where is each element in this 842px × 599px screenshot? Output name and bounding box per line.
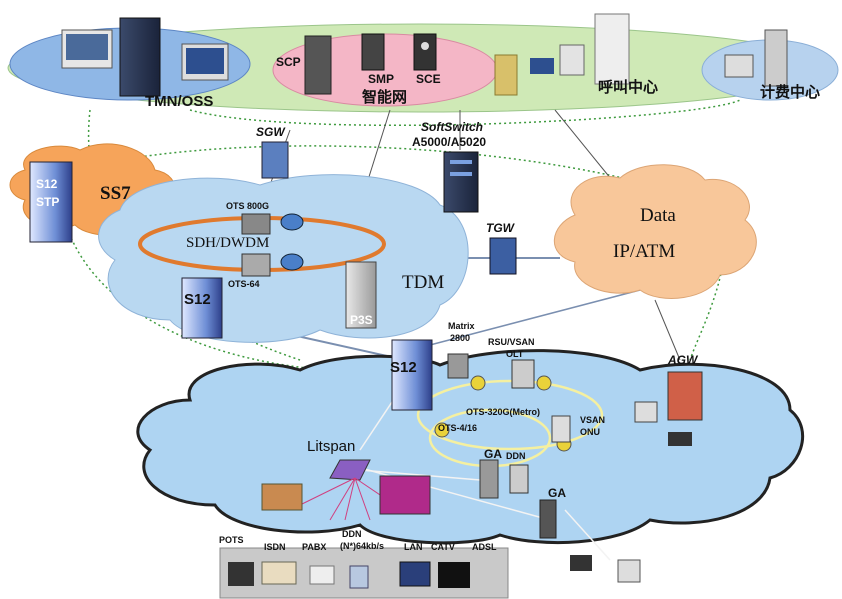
tmn-oss-label: TMN/OSS xyxy=(145,93,214,110)
s12-tdm-label: S12 xyxy=(184,291,211,308)
matrix-2800-device xyxy=(447,353,469,379)
building-icon xyxy=(261,483,303,511)
pc-icon xyxy=(617,559,641,583)
ga-cabinet xyxy=(479,459,499,499)
softswitch-label: SoftSwitch xyxy=(421,120,483,134)
s12-stp-label-line1: S12 xyxy=(36,177,58,191)
s12-stp-label-line2: STP xyxy=(36,195,60,209)
softswitch-model-label: A5000/A5020 xyxy=(412,135,487,149)
p3s-rack xyxy=(345,261,377,329)
ots800g-device xyxy=(241,213,271,235)
s12-stp-rack xyxy=(29,161,73,243)
pabx-icon xyxy=(309,565,335,585)
ots64-label: OTS-64 xyxy=(228,279,260,289)
p3s-label: P3S xyxy=(350,313,373,327)
ots64-device xyxy=(241,253,271,277)
call-center-equipment xyxy=(494,13,630,96)
data-label: Data xyxy=(640,205,676,226)
intelligent-network-equipment xyxy=(304,33,437,95)
litspan-device xyxy=(329,459,371,481)
vsan-onu-label-line2: ONU xyxy=(580,427,600,437)
softswitch-racks xyxy=(443,151,479,213)
ga-cabinet xyxy=(539,499,557,539)
laptop-icon xyxy=(399,561,431,587)
metro-node-icon xyxy=(434,422,450,438)
metro-node-icon xyxy=(470,375,486,391)
rsu-vsan-label-line2: OLT xyxy=(506,349,524,359)
ss7-label: SS7 xyxy=(100,183,131,204)
ddn-cabinet xyxy=(509,464,529,494)
s12-access-rack xyxy=(391,339,433,411)
smp-label: SMP xyxy=(368,72,395,86)
adsl-label: ADSL xyxy=(472,542,497,552)
ring-node-icon xyxy=(280,213,304,231)
lan-label: LAN xyxy=(404,542,423,552)
ddn-service-label-line2: (N*)64kb/s xyxy=(340,541,385,551)
rsu-vsan-olt-device xyxy=(511,359,535,389)
matrix-label-line2: 2800 xyxy=(450,333,471,343)
pots-label: POTS xyxy=(219,535,244,545)
ip-atm-label: IP/ATM xyxy=(613,241,676,262)
ring-node-icon xyxy=(280,253,304,271)
ddn-label: DDN xyxy=(506,451,526,461)
call-center-label: 呼叫中心 xyxy=(598,79,659,96)
tgw-device xyxy=(489,237,517,275)
isdn-label: ISDN xyxy=(264,542,286,552)
billing-center-label: 计费中心 xyxy=(760,84,821,101)
intelligent-network-label: 智能网 xyxy=(362,89,408,106)
metro-node-icon xyxy=(536,375,552,391)
matrix-label-line1: Matrix xyxy=(448,321,475,331)
billing-equipment xyxy=(724,29,788,87)
tmn-oss-equipment xyxy=(61,17,229,97)
tdm-label: TDM xyxy=(402,272,445,293)
scp-label: SCP xyxy=(276,55,301,69)
agw-device xyxy=(667,371,703,421)
ots800g-label: OTS 800G xyxy=(226,201,270,211)
ga-label: GA xyxy=(484,447,502,461)
rsu-vsan-label-line1: RSU/VSAN xyxy=(488,337,535,347)
catv-label: CATV xyxy=(431,542,455,552)
litspan-label: Litspan xyxy=(307,438,356,455)
phone-icon xyxy=(570,555,592,571)
s12-access-label: S12 xyxy=(390,359,417,376)
ots416-label: OTS-4/16 xyxy=(438,423,478,433)
sdh-dwdm-label: SDH/DWDM xyxy=(186,235,270,251)
phone-icon xyxy=(228,562,254,586)
access-links xyxy=(349,359,611,561)
pabx-label: PABX xyxy=(302,542,327,552)
tv-icon xyxy=(438,562,470,588)
sgw-device xyxy=(261,141,289,179)
building-icon xyxy=(379,475,431,515)
data-ip-atm-cloud xyxy=(553,164,757,299)
ddn-modem-icon xyxy=(349,565,369,589)
tgw-label: TGW xyxy=(486,221,514,235)
isdn-terminal-icon xyxy=(261,561,297,585)
sgw-label: SGW xyxy=(256,125,285,139)
s12-tdm-rack xyxy=(181,277,223,339)
vsan-onu-label-line1: VSAN xyxy=(580,415,606,425)
sce-label: SCE xyxy=(416,72,441,86)
phone-icon xyxy=(668,432,692,446)
agw-label: AGW xyxy=(668,353,698,367)
ots320g-label: OTS-320G(Metro) xyxy=(466,407,541,417)
pc-icon xyxy=(634,401,658,423)
ddn-service-label-line1: DDN xyxy=(342,529,362,539)
ga-label-2: GA xyxy=(548,486,566,500)
vsan-onu-device xyxy=(551,415,571,443)
